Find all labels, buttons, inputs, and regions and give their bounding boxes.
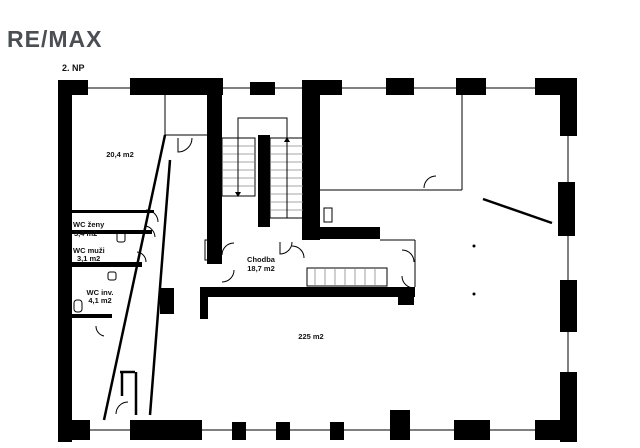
floor-label: 2. NP (62, 63, 85, 73)
room-area: 18,7 m2 (247, 264, 275, 273)
room-area: 225 m2 (298, 332, 323, 341)
fixtures (73, 207, 476, 313)
room-name: Chodba (247, 255, 276, 264)
room-name: WC inv. (87, 288, 114, 297)
room-name: WC ženy (73, 220, 105, 229)
stairs (221, 117, 388, 287)
doors (95, 137, 437, 415)
remax-logo: RE/MAX (7, 26, 103, 52)
room-area: 3,4 m2 (74, 229, 97, 238)
room-name: WC muži (73, 246, 105, 255)
room-labels: 20,4 m2 WC ženy 3,4 m2 WC muži 3,1 m2 WC… (73, 150, 324, 341)
walls (58, 78, 577, 442)
room-area: 4,1 m2 (88, 296, 111, 305)
room-area: 3,1 m2 (77, 254, 100, 263)
room-area: 20,4 m2 (106, 150, 134, 159)
